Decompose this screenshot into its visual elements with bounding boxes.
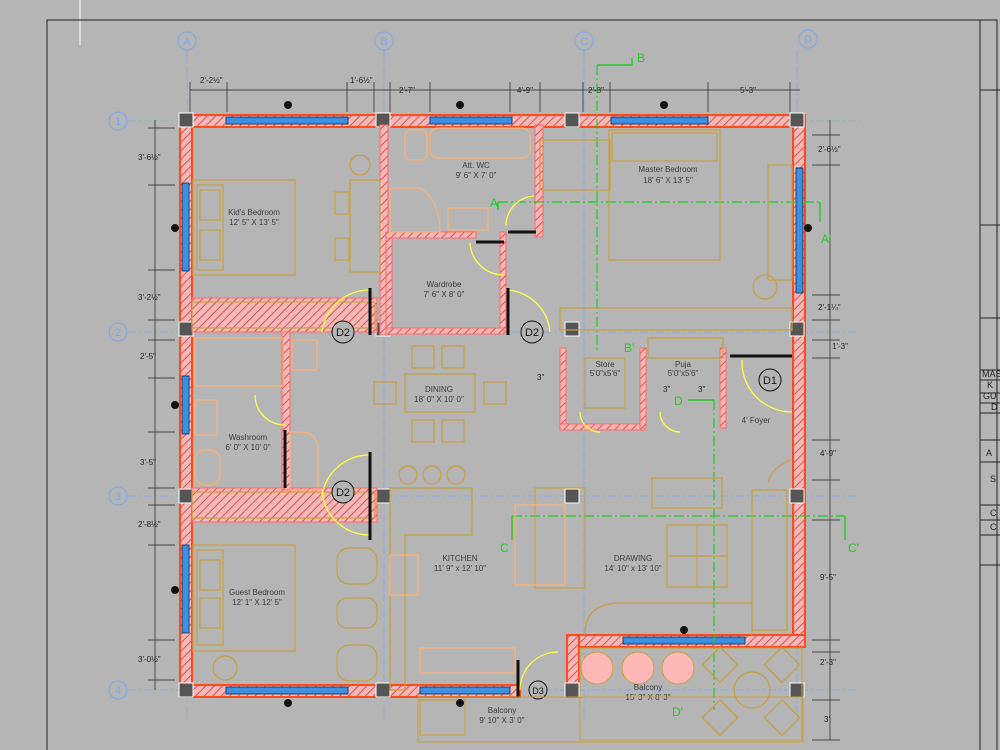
dim-top: 2'-2½" — [200, 76, 223, 85]
dim-left: 3'-6½" — [138, 153, 161, 162]
dim-right: 9'-5" — [820, 573, 836, 582]
door-tag-d2: D2 — [336, 327, 350, 339]
dim-top: 5'-3" — [740, 86, 756, 95]
section-label-d: D — [674, 394, 683, 408]
interior-walls — [191, 124, 727, 523]
grid-label-3: 3 — [115, 491, 121, 503]
room-name-foyer: 4' Foyer — [742, 416, 771, 425]
room-name-wardrobe: Wardrobe — [427, 280, 462, 289]
room-size-puja: 5'0"x5'6" — [668, 369, 699, 378]
dimension-labels: 2'-2½" 1'-6½" 2'-7" 4'-9" 2'-8" 5'-3" 3'… — [138, 76, 848, 724]
grid-label-1: 1 — [115, 116, 121, 128]
dim-top: 2'-7" — [399, 86, 415, 95]
room-name-store: Store — [595, 360, 615, 369]
dimension-lines — [148, 82, 840, 741]
room-name-dining: DINING — [425, 385, 453, 394]
room-name-balcony-side: Balcony — [634, 683, 662, 692]
dim-right: 4'-9" — [820, 449, 836, 458]
room-labels: Kid's Bedroom 12' 5" X 13' 5" Att. WC 9'… — [225, 161, 770, 725]
room-name-master-bedroom: Master Bedroom — [638, 165, 697, 174]
section-markers — [497, 58, 846, 540]
dim-inner: 3" — [698, 385, 705, 394]
door-tag-d1: D1 — [763, 375, 777, 387]
dim-inner: 3" — [663, 385, 670, 394]
panel-text: GU — [983, 391, 997, 401]
planters — [580, 651, 695, 685]
room-name-guest-bedroom: Guest Bedroom — [229, 588, 285, 597]
section-label-d-prime: D' — [672, 705, 683, 719]
room-size-kitchen: 11' 9" x 12' 10" — [434, 564, 486, 573]
dim-top: 2'-8" — [588, 86, 604, 95]
light-points — [171, 101, 812, 707]
dim-left: 3'-5" — [140, 458, 156, 467]
furniture — [191, 129, 801, 737]
room-name-drawing: DRAWING — [614, 554, 652, 563]
room-name-balcony-front: Balcony — [488, 706, 516, 715]
grid-bubbles: A B C D 1 2 3 4 — [108, 29, 818, 700]
dim-right: 3' — [824, 715, 830, 724]
dim-left: 2'-8½" — [138, 520, 161, 529]
balcony-outline — [417, 647, 804, 743]
section-label-a-prime: A' — [821, 232, 831, 246]
dim-top: 1'-6½" — [350, 76, 373, 85]
door-tag-d2: D2 — [525, 327, 539, 339]
structural-grid — [128, 50, 860, 720]
grid-label-a: A — [183, 36, 191, 48]
title-block: MAS K GU D A S C C — [980, 89, 1000, 566]
panel-text: C — [990, 508, 997, 518]
grid-label-c: C — [580, 36, 588, 48]
dim-right: 1'-3" — [832, 342, 848, 351]
bath-fixtures — [194, 127, 566, 674]
grid-label-4: 4 — [115, 685, 121, 697]
dim-left: 3'-2½" — [138, 293, 161, 302]
section-label-c-prime: C' — [848, 541, 859, 555]
room-name-washroom: Washroom — [229, 433, 268, 442]
room-size-kids-bedroom: 12' 5" X 13' 5" — [229, 218, 279, 227]
section-label-c: C — [500, 541, 509, 555]
room-size-store: 5'0"x5'6" — [590, 369, 621, 378]
dim-left: 3'-0½" — [138, 655, 161, 664]
dim-top: 4'-9" — [517, 86, 533, 95]
dim-right: 2'-3" — [820, 658, 836, 667]
room-size-balcony-front: 9' 10" X 3' 0" — [479, 716, 524, 725]
panel-text: MAS — [982, 369, 1000, 379]
grid-label-d: D — [804, 34, 812, 46]
door-tag-d2: D2 — [336, 487, 350, 499]
room-size-master-bedroom: 18' 6" X 13' 5" — [643, 176, 693, 185]
room-name-puja: Puja — [675, 360, 692, 369]
dim-inner: 3" — [537, 373, 544, 382]
grid-label-b: B — [380, 36, 387, 48]
section-labels: B A A' B' D C C' D' — [490, 51, 859, 719]
door-swings — [254, 195, 793, 691]
panel-text: C — [990, 522, 997, 532]
panel-text: D — [991, 402, 998, 412]
door-tag-d3: D3 — [532, 686, 544, 696]
dim-left: 2'-5" — [140, 352, 156, 361]
drawing-frame — [46, 0, 998, 750]
section-label-b: B — [637, 51, 645, 65]
panel-text: A — [986, 448, 992, 458]
room-size-drawing: 14' 10" x 13' 10" — [604, 564, 661, 573]
windows — [181, 116, 804, 695]
room-name-kitchen: KITCHEN — [442, 554, 477, 563]
room-size-guest-bedroom: 12' 1" X 12' 5" — [232, 598, 282, 607]
room-name-kids-bedroom: Kid's Bedroom — [228, 208, 280, 217]
room-size-washroom: 6' 0" X 10' 0" — [225, 443, 270, 452]
grid-label-2: 2 — [115, 327, 121, 339]
room-name-att-wc-size: 9' 6" X 7' 0" — [456, 171, 497, 180]
dim-right: 2'-6½" — [818, 145, 841, 154]
panel-text: K — [987, 380, 993, 390]
section-lines — [498, 65, 845, 710]
door-tags: D2 D2 D2 D1 D3 — [331, 320, 782, 700]
door-leaves — [283, 230, 792, 697]
room-size-wardrobe: 7' 6" X 8' 0" — [424, 290, 465, 299]
section-label-a: A — [490, 196, 498, 210]
panel-text: S — [990, 474, 996, 484]
room-name-att-wc: Att. WC — [462, 161, 490, 170]
room-size-dining: 18' 0" X 10' 0" — [414, 395, 464, 404]
section-label-b-prime: B' — [624, 341, 634, 355]
dim-right: 2'-1¼" — [818, 303, 841, 312]
